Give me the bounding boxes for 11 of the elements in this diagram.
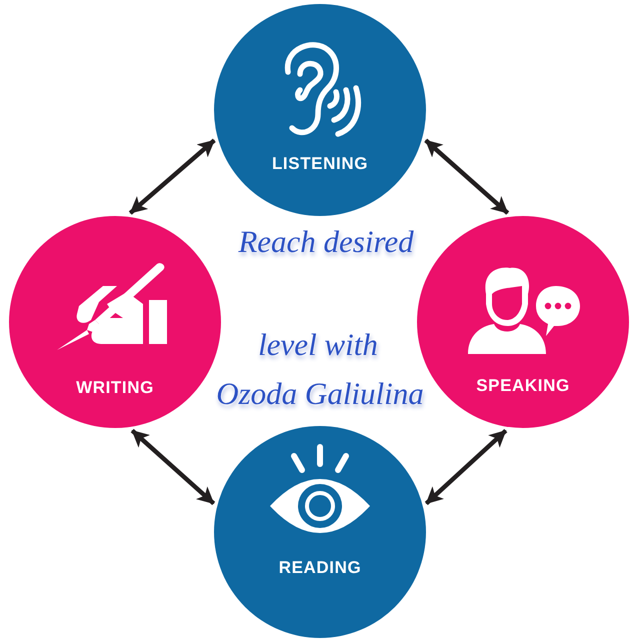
skill-label: SPEAKING <box>476 376 570 396</box>
double-arrow <box>128 138 216 215</box>
skill-label: READING <box>278 558 362 578</box>
slogan-text: Reach desired <box>238 224 414 260</box>
skill-label: LISTENING <box>272 154 368 174</box>
double-arrow <box>130 428 216 506</box>
skill-label: WRITING <box>76 378 154 398</box>
double-arrow <box>424 428 508 506</box>
slogan-text: Ozoda Galiulina <box>216 376 424 412</box>
double-arrow <box>424 138 510 215</box>
slogan-text: level with <box>258 327 378 363</box>
